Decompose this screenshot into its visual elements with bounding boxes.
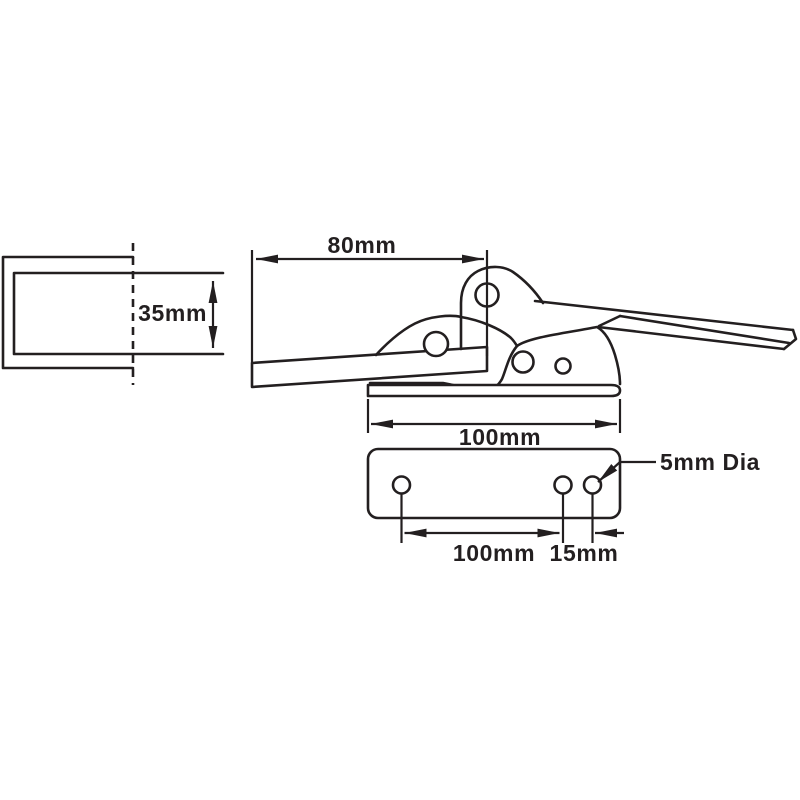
channel-side-view: 35mm: [1, 243, 225, 385]
base-plate-plan-view: 100mm 15mm 5mm Dia: [366, 447, 760, 566]
arm-fold-line: [618, 314, 791, 345]
latch-body-hole-left: [511, 350, 535, 374]
latch-base-slab: [366, 383, 622, 398]
latch-body-hole-right: [554, 357, 572, 375]
hole-diameter-leader-line: [597, 460, 656, 483]
latch-side-view: 80mm 100mm: [250, 232, 798, 450]
dim-80mm-label: 80mm: [328, 232, 397, 258]
handle-pivot-hole: [422, 330, 450, 358]
plate-hole-right: [582, 475, 603, 495]
latch-handle-bar: [250, 345, 489, 389]
arm-top-edge: [533, 299, 795, 332]
dim-100mm-label: 100mm: [459, 424, 541, 450]
arm-tip-bevel: [782, 328, 798, 351]
knuckle-outline: [459, 265, 545, 351]
hole-diameter-label: 5mm Dia: [660, 449, 760, 475]
handle-pivot-lobe: [374, 314, 463, 357]
channel-inner-outline: [12, 271, 225, 356]
dim-hole-offset-label: 15mm: [550, 540, 619, 566]
arm-bottom-edge: [596, 325, 786, 351]
channel-outer-outline: [1, 255, 135, 370]
dim-hole-spacing-label: 100mm: [453, 540, 535, 566]
base-plate-outline: [366, 447, 622, 520]
dim-35mm-label: 35mm: [138, 300, 207, 326]
plate-hole-middle: [553, 475, 573, 495]
arm-fold-edge: [597, 314, 622, 328]
plate-hole-left: [391, 475, 412, 495]
knuckle-lower-edge: [459, 315, 519, 348]
